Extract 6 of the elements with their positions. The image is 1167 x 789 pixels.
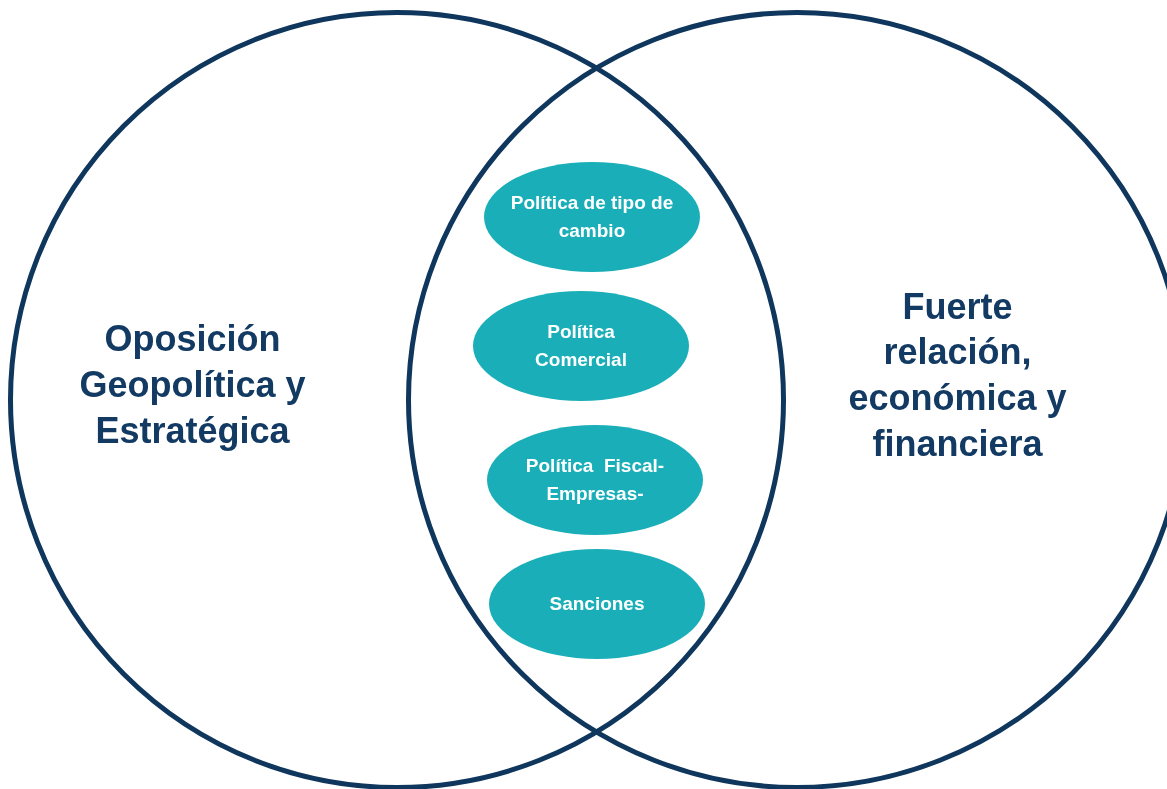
topic-label: Política de tipo de cambio xyxy=(509,191,675,243)
circle-label: Fuerte relación, económica y financiera xyxy=(847,284,1068,466)
topic-label: Sanciones xyxy=(549,592,645,617)
topic-label: Política Fiscal- Empresas- xyxy=(524,454,666,506)
circle-label: Oposición Geopolítica y Estratégica xyxy=(78,317,307,453)
topic-label: Política Comercial xyxy=(534,320,628,372)
